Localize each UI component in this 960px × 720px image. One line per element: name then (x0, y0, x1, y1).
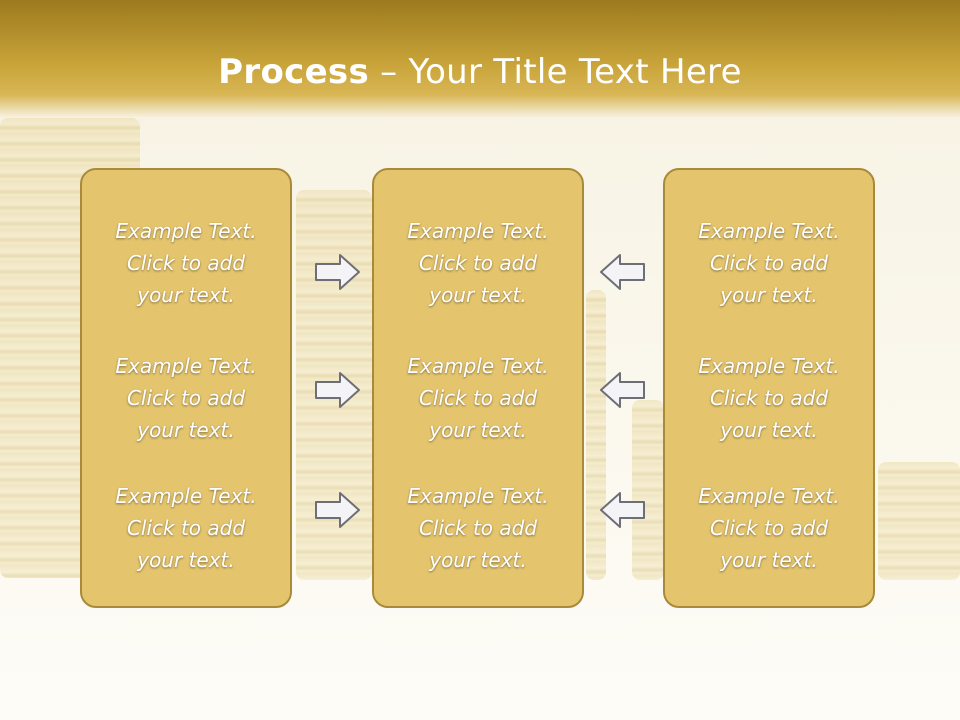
arrow-left-icon (600, 372, 645, 408)
arrow-right-icon (315, 492, 360, 528)
arrow-right-icon (315, 372, 360, 408)
title-rest: – Your Title Text Here (369, 52, 742, 92)
arrow-right-icon (315, 254, 360, 290)
title-bar (0, 0, 960, 118)
slide-title[interactable]: Process – Your Title Text Here (0, 52, 960, 92)
arrow-left-icon (600, 254, 645, 290)
title-bold: Process (218, 52, 370, 92)
arrow-left-icon (600, 492, 645, 528)
